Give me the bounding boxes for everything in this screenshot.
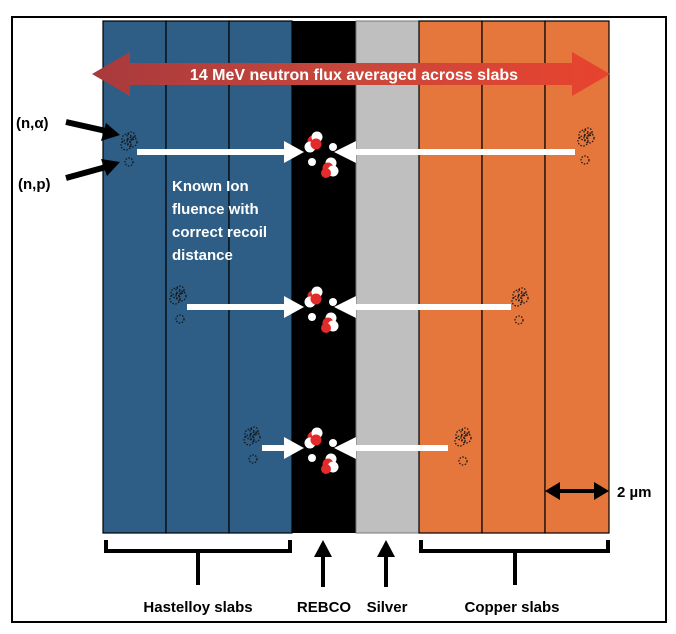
recoil-arrow-right-top [353, 149, 575, 155]
silver-layer [355, 20, 420, 534]
rebco-pointer-arrow [314, 540, 332, 587]
scale-bar [545, 482, 609, 500]
silver-label: Silver [367, 599, 408, 616]
recoil-arrow-right-bottom [353, 445, 448, 451]
recoil-arrow-left-mid [187, 304, 287, 310]
proton-pointer-arrow [65, 159, 120, 181]
reaction-label-alpha: (n,α) [16, 115, 49, 132]
hastelloy-slab-1 [102, 20, 167, 534]
hastelloy-slab-3 [228, 20, 293, 534]
hastelloy-label: Hastelloy slabs [143, 599, 252, 616]
silver-pointer-arrow [377, 540, 395, 587]
copper-slab-3 [544, 20, 610, 534]
alpha-pointer-arrow [65, 119, 120, 141]
recoil-arrows [137, 141, 575, 459]
copper-bracket [419, 540, 610, 585]
annotation-line-4: distance [172, 247, 233, 264]
hastelloy-bracket [104, 540, 292, 585]
annotation-line-1: Known Ion [172, 178, 249, 195]
neutron-flux-label: 14 MeV neutron flux averaged across slab… [190, 67, 518, 84]
recoil-arrow-left-bottom [262, 445, 287, 451]
hastelloy-slab-2 [165, 20, 230, 534]
copper-slab-1 [418, 20, 483, 534]
copper-label: Copper slabs [464, 599, 559, 616]
neutron-flux-arrow [92, 52, 610, 96]
recoil-arrow-left-top [137, 149, 287, 155]
reaction-label-proton: (n,p) [18, 176, 50, 193]
copper-slab-2 [481, 20, 546, 534]
annotation-line-2: fluence with [172, 201, 259, 218]
known-ion-annotation: Known Ion fluence with correct recoil di… [172, 178, 267, 264]
scale-bar-label: 2 µm [617, 484, 652, 501]
copper-slabs-region [418, 20, 610, 534]
recoil-arrow-right-mid [353, 304, 511, 310]
rebco-label: REBCO [297, 599, 352, 616]
rebco-layer [292, 21, 356, 533]
hastelloy-slabs-region [102, 20, 293, 534]
annotation-line-3: correct recoil [172, 224, 267, 241]
